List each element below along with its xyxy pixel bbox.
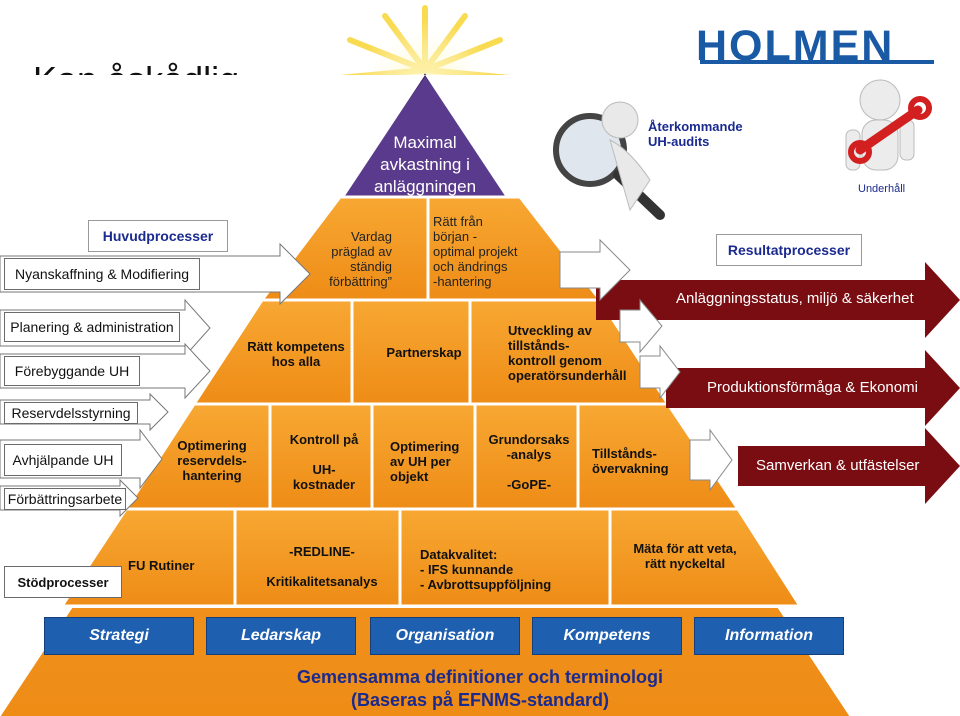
cell-spare-parts: Optimering reservdels- hantering <box>177 438 247 483</box>
cell-measure: Mäta för att veta, rätt nyckeltal <box>633 541 737 571</box>
foundation-strategy: Strategi <box>44 617 194 655</box>
cell-daily: Vardag präglad av ständig förbättring” <box>329 229 392 289</box>
foundation-information: Information <box>694 617 844 655</box>
cell-partnership: Partnerskap <box>386 345 462 360</box>
maintenance-label: Underhåll <box>858 183 906 195</box>
main-process-item: Förebyggande UH <box>4 356 140 386</box>
recurring-audits-label: Återkommande UH-audits <box>648 119 743 149</box>
cell-root-cause: Grundorsaks -analys -GoPE- <box>488 432 570 492</box>
wrench-figure <box>845 79 932 171</box>
result-arrow-label: Anläggningsstatus, miljö & säkerhet <box>676 290 914 307</box>
foundation-leadership: Ledarskap <box>206 617 356 655</box>
cell-data-quality: Datakvalitet: - IFS kunnande - Avbrottsu… <box>420 547 552 592</box>
cell-condition-dev: Utveckling av tillstånds- kontroll genom… <box>508 323 627 383</box>
support-processes-box: Stödprocesser <box>4 566 122 598</box>
main-process-item: Förbättringsarbete <box>4 488 126 510</box>
foundation-competence: Kompetens <box>532 617 682 655</box>
cell-competence: Rätt kompetens hos alla <box>247 339 345 369</box>
footer-line2: (Baseras på EFNMS-standard) <box>350 690 610 710</box>
foundation-organisation: Organisation <box>370 617 520 655</box>
result-processes-header: Resultatprocesser <box>716 234 862 266</box>
footer-line1: Gemensamma definitioner och terminologi <box>296 667 664 687</box>
main-process-item: Avhjälpande UH <box>4 444 122 476</box>
main-processes-header: Huvudprocesser <box>88 220 228 252</box>
cell-opt-per-object: Optimering av UH per objekt <box>390 439 460 484</box>
cell-condition-monitoring: Tillstånds- övervakning <box>592 446 669 476</box>
cell-fu-routines: FU Rutiner <box>128 558 195 573</box>
magnifier-figure <box>553 101 665 220</box>
cell-right-from-start: Rätt från början - optimal projekt och ä… <box>433 214 518 289</box>
cell-cost-control: Kontroll på UH- kostnader <box>289 432 359 492</box>
result-arrows <box>596 262 960 504</box>
cell-redline: -REDLINE- Kritikalitetsanalys <box>266 544 378 589</box>
result-arrow-label: Produktionsförmåga & Ekonomi <box>707 379 918 396</box>
main-process-item: Planering & administration <box>4 312 180 342</box>
pyramid-top-text: Maximal avkastning i anläggningen <box>373 133 477 196</box>
main-process-item: Reservdelsstyrning <box>4 402 138 424</box>
logo-underline <box>700 60 934 64</box>
result-arrow-label: Samverkan & utfästelser <box>756 457 920 474</box>
main-process-item: Nyanskaffning & Modifiering <box>4 258 200 290</box>
